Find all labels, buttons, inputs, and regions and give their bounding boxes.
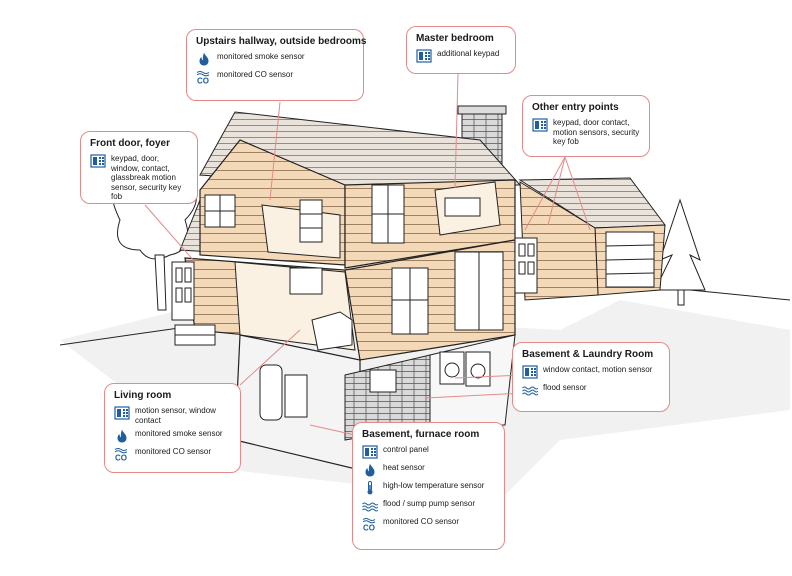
keypad-icon [114,406,130,420]
callout-items: control panel heat sensor high-low tempera… [362,445,496,531]
co-icon: CO [114,447,130,461]
sensor-label: keypad, door contact, motion sensors, se… [553,118,640,146]
sensor-list-item: keypad, door, window, contact, glassbrea… [90,154,189,202]
sensor-list-item: high-low temperature sensor [362,481,496,495]
keypad-icon [522,365,538,379]
sensor-list-item: motion sensor, window contact [114,406,232,425]
callout-items: keypad, door, window, contact, glassbrea… [90,154,189,202]
keypad-icon [416,49,432,63]
callout-title: Living room [114,390,172,401]
sensor-label: monitored smoke sensor [217,52,305,61]
sensor-list-item: monitored smoke sensor [196,52,355,66]
callout-furnace-room: Basement, furnace room control panel heat… [352,422,505,550]
sensor-list-item: additional keypad [416,49,507,63]
leader-lines [144,73,591,436]
sensor-label: flood sensor [543,383,587,392]
basement [234,334,516,471]
thermometer-icon [362,481,378,495]
svg-text:CO: CO [115,454,127,462]
callout-items: keypad, door contact, motion sensors, se… [532,118,641,147]
sensor-label: monitored CO sensor [135,447,212,456]
flame-icon [196,52,212,66]
sensor-list-item: flood / sump pump sensor [362,499,496,513]
sensor-list-item: monitored smoke sensor [114,429,232,443]
callout-hallway: Upstairs hallway, outside bedrooms monit… [186,29,367,101]
garage [518,177,666,301]
sensor-label: heat sensor [383,463,425,472]
sensor-label: window contact, motion sensor [543,365,653,374]
ground-floor [171,237,538,361]
keypad-icon [362,445,378,459]
sensor-label: motion sensor, window contact [135,406,216,425]
callout-master-bedroom: Master bedroom additional keypad [406,26,516,74]
svg-text:CO: CO [363,524,375,532]
sensor-list-item: CO monitored CO sensor [362,517,496,531]
co-icon: CO [196,70,212,84]
callout-other-entry: Other entry points keypad, door contact,… [522,95,650,157]
callout-items: motion sensor, window contact monitored s… [114,406,232,461]
co-icon: CO [362,517,378,531]
sensor-label: additional keypad [437,49,500,58]
flame-icon [362,463,378,477]
sensor-list-item: control panel [362,445,496,459]
callout-title: Master bedroom [416,33,494,44]
sensor-label: flood / sump pump sensor [383,499,476,508]
callout-living-room: Living room motion sensor, window contac… [104,383,241,473]
flood-icon [362,499,378,513]
callout-title: Other entry points [532,102,619,113]
sensor-list-item: window contact, motion sensor [522,365,661,379]
sensor-label: monitored smoke sensor [135,429,223,438]
sensor-label: high-low temperature sensor [383,481,485,490]
sensor-list-item: CO monitored CO sensor [114,447,232,461]
callout-items: window contact, motion sensor flood senso… [522,365,661,397]
sensor-list-item: flood sensor [522,383,661,397]
callout-front-door: Front door, foyer keypad, door, window, … [80,131,198,204]
upper-floor [199,139,516,269]
sensor-label: keypad, door, window, contact, glassbrea… [111,154,182,201]
sensor-list-item: heat sensor [362,463,496,477]
sensor-list-item: CO monitored CO sensor [196,70,355,84]
callout-title: Basement, furnace room [362,429,480,440]
sensor-label: monitored CO sensor [383,517,460,526]
callout-title: Upstairs hallway, outside bedrooms [196,36,367,47]
callout-basement-laundry: Basement & Laundry Room window contact, … [512,342,670,412]
sensor-label: control panel [383,445,429,454]
callout-title: Front door, foyer [90,138,170,149]
keypad-icon [532,118,548,132]
svg-text:CO: CO [197,77,209,85]
callout-title: Basement & Laundry Room [522,349,654,360]
callout-items: additional keypad [416,49,507,63]
sensor-list-item: keypad, door contact, motion sensors, se… [532,118,641,147]
flood-icon [522,383,538,397]
keypad-icon [90,154,106,168]
flame-icon [114,429,130,443]
sensor-label: monitored CO sensor [217,70,294,79]
